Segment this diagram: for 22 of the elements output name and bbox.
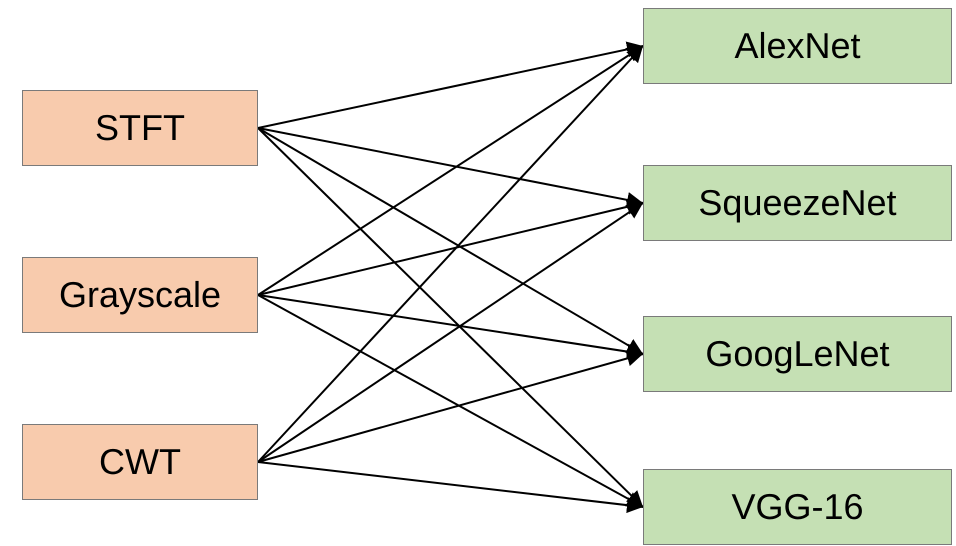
arrow [258,42,644,129]
arrow [258,461,644,514]
node-label: AlexNet [734,25,861,67]
arrow [258,350,644,463]
arrow [257,127,644,508]
arrow [257,45,644,463]
node-label: SqueezeNet [698,182,897,224]
node-label: VGG-16 [731,486,864,528]
process-box [22,257,258,333]
arrow [258,127,644,208]
arrow [257,45,644,296]
process-box [22,90,258,166]
arrow [258,294,644,508]
process-box [22,424,258,500]
process-box [643,8,952,84]
process-box [643,316,952,392]
node-label: STFT [95,107,185,149]
process-box [643,469,952,545]
process-box [643,165,952,241]
node-label: Grayscale [58,274,222,316]
node-label: CWT [99,441,181,483]
node-label: GoogLeNet [705,333,890,375]
